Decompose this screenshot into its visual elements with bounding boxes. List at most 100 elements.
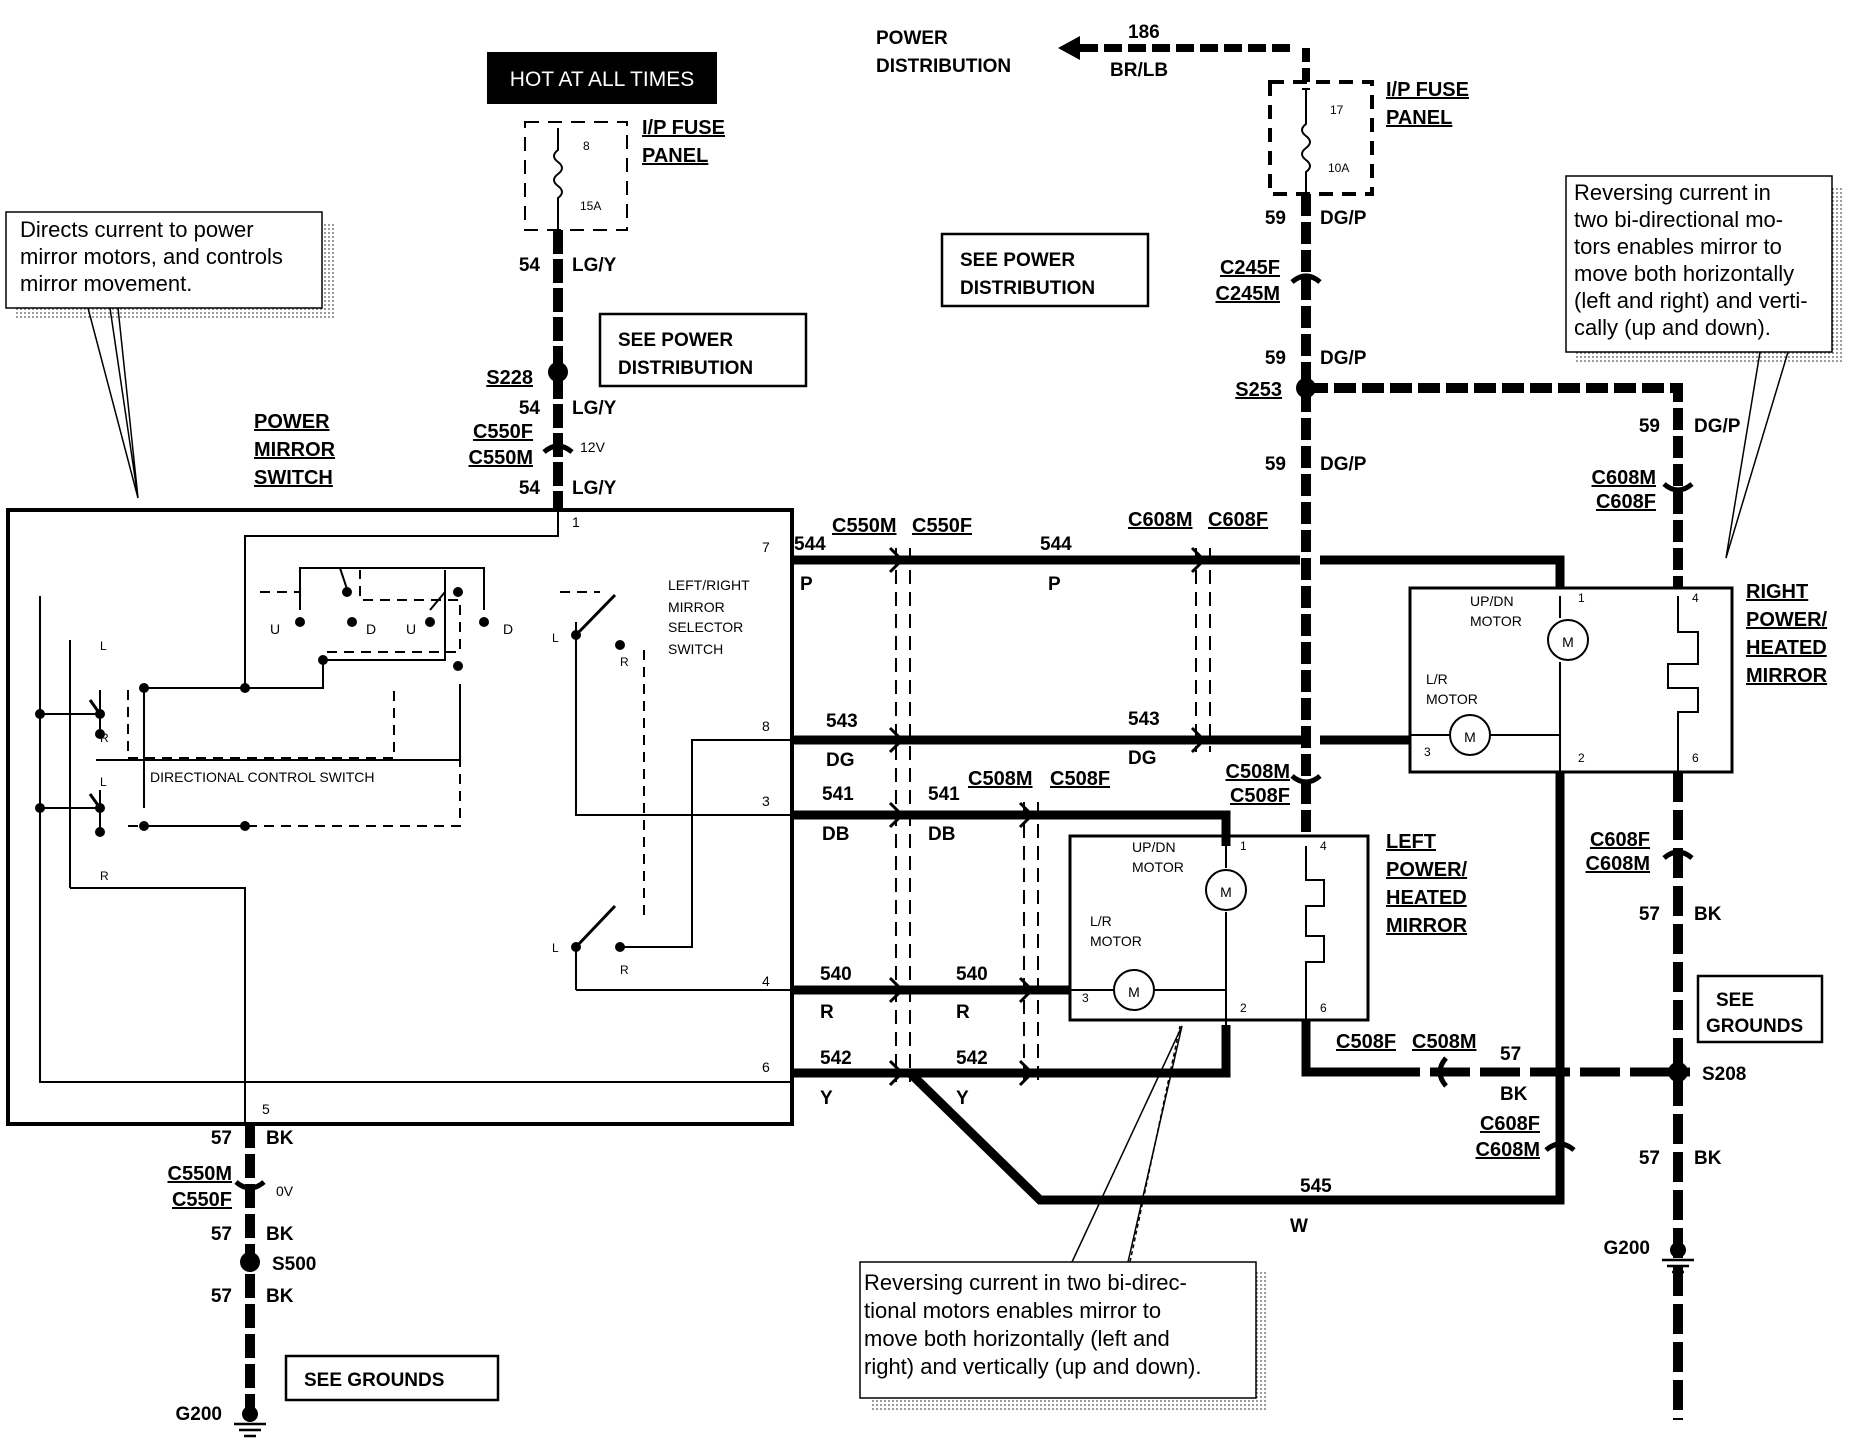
svg-text:move both horizontally: move both horizontally bbox=[1574, 261, 1794, 286]
power-mirror-switch-box: 1 7 8 3 4 6 5 bbox=[6, 508, 794, 1126]
svg-text:BK: BK bbox=[1694, 1148, 1722, 1169]
right-updn-motor-icon: M bbox=[1547, 619, 1589, 661]
ground-g200-left-icon bbox=[234, 1406, 266, 1438]
svg-text:mirror motors, and controls: mirror motors, and controls bbox=[20, 244, 283, 269]
svg-text:57: 57 bbox=[1639, 1148, 1660, 1169]
svg-text:59: 59 bbox=[1265, 454, 1286, 475]
svg-text:2: 2 bbox=[1578, 751, 1585, 765]
svg-text:543: 543 bbox=[826, 711, 858, 732]
splice-s228 bbox=[548, 362, 568, 382]
svg-text:MIRROR: MIRROR bbox=[1386, 915, 1468, 937]
right-power-heated-mirror-box: 1 4 3 2 6 UP/DN MOTOR L/R MOTOR M M bbox=[1408, 586, 1734, 774]
svg-text:1: 1 bbox=[1240, 839, 1247, 853]
svg-text:R: R bbox=[620, 963, 629, 977]
svg-text:UP/DN: UP/DN bbox=[1132, 839, 1176, 855]
svg-text:57: 57 bbox=[1639, 904, 1660, 925]
power-distribution-arrow-icon bbox=[1058, 36, 1080, 60]
svg-text:DG/P: DG/P bbox=[1320, 208, 1367, 229]
svg-text:DG: DG bbox=[1128, 748, 1157, 769]
see-power-distribution-box-2[interactable]: SEE POWER DISTRIBUTION bbox=[940, 232, 1150, 308]
svg-text:S500: S500 bbox=[272, 1254, 316, 1275]
power-distribution-label: POWER bbox=[876, 28, 948, 49]
ip-fuse-8: 8 15A bbox=[524, 121, 628, 231]
svg-text:MIRROR: MIRROR bbox=[254, 439, 336, 461]
svg-text:C608M: C608M bbox=[1586, 853, 1650, 875]
svg-text:59: 59 bbox=[1265, 208, 1286, 229]
svg-text:BK: BK bbox=[266, 1286, 294, 1307]
svg-text:M: M bbox=[1128, 984, 1140, 1000]
svg-text:DG/P: DG/P bbox=[1694, 416, 1741, 437]
svg-text:4: 4 bbox=[762, 973, 770, 989]
ip-fuse-panel-label-right: I/P FUSE bbox=[1386, 79, 1469, 101]
svg-text:59: 59 bbox=[1639, 416, 1660, 437]
connector-c550-left-top bbox=[542, 443, 574, 454]
splice-s500 bbox=[240, 1252, 260, 1272]
svg-text:4: 4 bbox=[1692, 591, 1699, 605]
svg-text:0V: 0V bbox=[276, 1183, 294, 1199]
svg-text:541: 541 bbox=[822, 784, 854, 805]
svg-text:57: 57 bbox=[211, 1224, 232, 1245]
svg-text:MOTOR: MOTOR bbox=[1470, 613, 1522, 629]
svg-text:GROUNDS: GROUNDS bbox=[1706, 1016, 1803, 1037]
svg-text:54: 54 bbox=[519, 478, 541, 499]
svg-text:MIRROR: MIRROR bbox=[668, 599, 725, 615]
svg-text:Directs current to power: Directs current to power bbox=[20, 217, 254, 242]
svg-text:C608F: C608F bbox=[1596, 491, 1656, 513]
svg-text:DG/P: DG/P bbox=[1320, 454, 1367, 475]
svg-text:C508M: C508M bbox=[1412, 1031, 1476, 1053]
note-switch-callout: Directs current to power mirror motors, … bbox=[5, 211, 336, 499]
svg-text:54: 54 bbox=[519, 255, 541, 276]
see-grounds-box-1[interactable]: SEE GROUNDS bbox=[284, 1354, 500, 1402]
svg-text:15A: 15A bbox=[580, 199, 601, 213]
svg-text:PANEL: PANEL bbox=[1386, 107, 1452, 129]
svg-text:C550M: C550M bbox=[469, 447, 533, 469]
svg-text:LG/Y: LG/Y bbox=[572, 255, 617, 276]
svg-text:542: 542 bbox=[820, 1048, 852, 1069]
svg-text:POWER/: POWER/ bbox=[1746, 609, 1828, 631]
svg-text:3: 3 bbox=[1424, 745, 1431, 759]
svg-text:543: 543 bbox=[1128, 709, 1160, 730]
svg-text:59: 59 bbox=[1265, 348, 1286, 369]
left-lr-motor-icon: M bbox=[1113, 969, 1155, 1011]
svg-text:17: 17 bbox=[1330, 103, 1344, 117]
svg-text:P: P bbox=[800, 574, 813, 595]
svg-text:SEE POWER: SEE POWER bbox=[618, 330, 733, 351]
svg-text:M: M bbox=[1464, 729, 1476, 745]
svg-text:SEE GROUNDS: SEE GROUNDS bbox=[304, 1370, 444, 1391]
svg-text:U: U bbox=[270, 621, 280, 637]
svg-text:MOTOR: MOTOR bbox=[1090, 933, 1142, 949]
svg-text:C550M: C550M bbox=[832, 515, 896, 537]
svg-text:541: 541 bbox=[928, 784, 960, 805]
see-grounds-box-2[interactable]: SEE GROUNDS bbox=[1696, 974, 1824, 1044]
svg-text:R: R bbox=[100, 869, 109, 883]
ground-g200-right-icon bbox=[1662, 1242, 1694, 1274]
svg-text:HEATED: HEATED bbox=[1746, 637, 1827, 659]
svg-text:right) and vertically (up and: right) and vertically (up and down). bbox=[864, 1354, 1202, 1379]
svg-text:C608M: C608M bbox=[1128, 509, 1192, 531]
svg-text:540: 540 bbox=[956, 964, 988, 985]
svg-text:545: 545 bbox=[1300, 1176, 1332, 1197]
svg-text:L: L bbox=[552, 631, 559, 645]
directional-control-switch-label: DIRECTIONAL CONTROL SWITCH bbox=[150, 769, 375, 785]
svg-text:2: 2 bbox=[1240, 1001, 1247, 1015]
svg-text:C608F: C608F bbox=[1590, 829, 1650, 851]
svg-text:6: 6 bbox=[1692, 751, 1699, 765]
hot-at-all-times-box: HOT AT ALL TIMES bbox=[487, 52, 717, 104]
see-power-distribution-box-1[interactable]: SEE POWER DISTRIBUTION bbox=[598, 312, 808, 388]
svg-text:8: 8 bbox=[762, 718, 770, 734]
svg-text:C550F: C550F bbox=[172, 1189, 232, 1211]
connector-c508-left-stack bbox=[1018, 801, 1039, 1087]
svg-text:tors enables mirror to: tors enables mirror to bbox=[1574, 234, 1782, 259]
svg-text:SWITCH: SWITCH bbox=[254, 467, 333, 489]
note-left-mirror-callout: Reversing current in two bi-direc- tiona… bbox=[859, 1025, 1266, 1412]
svg-text:DB: DB bbox=[928, 824, 955, 845]
svg-text:MIRROR: MIRROR bbox=[1746, 665, 1828, 687]
svg-text:54: 54 bbox=[519, 398, 541, 419]
svg-text:DG/P: DG/P bbox=[1320, 348, 1367, 369]
svg-text:3: 3 bbox=[762, 793, 770, 809]
svg-text:G200: G200 bbox=[176, 1404, 222, 1425]
svg-text:DISTRIBUTION: DISTRIBUTION bbox=[960, 278, 1095, 299]
power-mirror-switch-title: POWER bbox=[254, 411, 330, 433]
wire-542 bbox=[792, 1025, 1231, 1078]
